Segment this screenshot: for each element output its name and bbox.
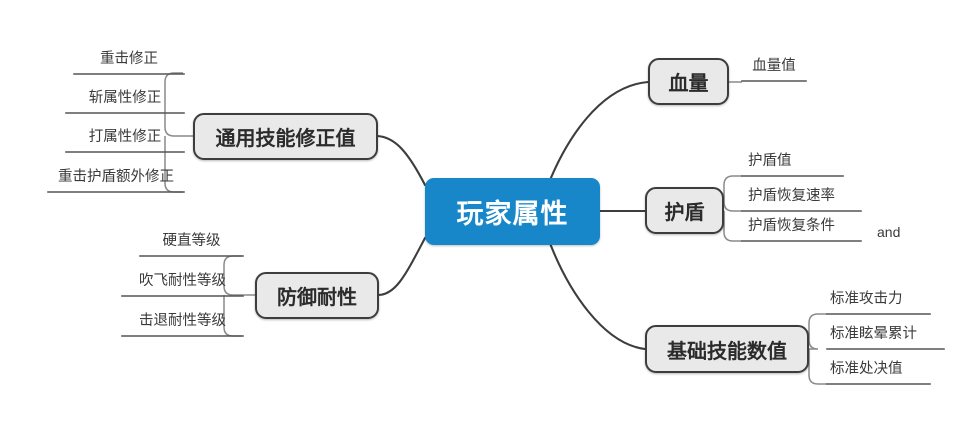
leaf-label: 护盾恢复条件 <box>748 218 835 234</box>
leaf-label: 硬直等级 <box>162 233 221 249</box>
root-node-label: 玩家属性 <box>456 199 569 229</box>
leaf-label: 重击修正 <box>100 51 158 67</box>
branch-label-defense-resistance: 防御耐性 <box>277 287 357 309</box>
and-annotation-label: and <box>877 224 901 240</box>
link-root-to-health <box>546 80 650 187</box>
leaf-basic-skill-values-1[interactable]: 标准眩晕累计 <box>830 326 944 346</box>
branch-node-defense-resistance[interactable]: 防御耐性 <box>255 272 379 319</box>
leaf-shield-0[interactable]: 护盾值 <box>748 153 843 173</box>
leaf-defense-resistance-0[interactable]: 硬直等级 <box>140 233 243 253</box>
branch-node-shield[interactable]: 护盾 <box>645 187 724 234</box>
leaf-defense-resistance-1[interactable]: 吹飞耐性等级 <box>122 273 243 293</box>
branch-label-general-skill-modifiers: 通用技能修正值 <box>215 128 356 150</box>
leaf-defense-resistance-2[interactable]: 击退耐性等级 <box>122 313 243 333</box>
leaf-label: 打属性修正 <box>88 129 162 145</box>
branch-label-basic-skill-values: 基础技能数值 <box>667 340 787 363</box>
leaf-label: 标准处决值 <box>830 361 903 377</box>
leaf-label: 击退耐性等级 <box>139 313 226 329</box>
and-annotation: and <box>877 224 900 240</box>
branch-node-health[interactable]: 血量 <box>648 58 729 105</box>
branch-node-general-skill-modifiers[interactable]: 通用技能修正值 <box>193 113 378 160</box>
leaf-health-0[interactable]: 血量值 <box>742 58 806 78</box>
leaf-label: 血量值 <box>752 58 796 74</box>
bracket-basic-skill-values <box>808 313 827 385</box>
leaf-shield-2[interactable]: 护盾恢复条件 <box>748 218 861 238</box>
leaf-basic-skill-values-0[interactable]: 标准攻击力 <box>830 291 930 311</box>
link-root-to-defense-resistance <box>376 236 427 297</box>
branch-node-basic-skill-values[interactable]: 基础技能数值 <box>645 325 809 373</box>
leaf-label: 吹飞耐性等级 <box>139 273 226 289</box>
leaf-shield-1[interactable]: 护盾恢复速率 <box>748 188 861 208</box>
bracket-shield <box>723 175 742 242</box>
leaf-basic-skill-values-2[interactable]: 标准处决值 <box>830 361 930 381</box>
branch-label-shield: 护盾 <box>664 202 705 224</box>
leaf-label: 标准攻击力 <box>830 291 903 307</box>
leaf-label: 标准眩晕累计 <box>830 326 917 342</box>
root-node-player-attributes[interactable]: 玩家属性 <box>425 178 600 245</box>
leaf-general-skill-modifiers-0[interactable]: 重击修正 <box>74 51 184 71</box>
leaf-label: 护盾值 <box>748 153 792 169</box>
leaf-general-skill-modifiers-3[interactable]: 重击护盾额外修正 <box>48 169 184 189</box>
leaf-label: 斩属性修正 <box>88 90 162 106</box>
link-root-to-basic-skill-values <box>546 236 647 351</box>
leaf-general-skill-modifiers-2[interactable]: 打属性修正 <box>66 129 184 149</box>
leaf-general-skill-modifiers-1[interactable]: 斩属性修正 <box>66 90 184 110</box>
leaf-label: 重击护盾额外修正 <box>58 169 174 185</box>
branch-label-health: 血量 <box>668 73 709 95</box>
leaf-label: 护盾恢复速率 <box>748 188 835 204</box>
link-root-to-general-skill-modifiers <box>375 134 427 187</box>
